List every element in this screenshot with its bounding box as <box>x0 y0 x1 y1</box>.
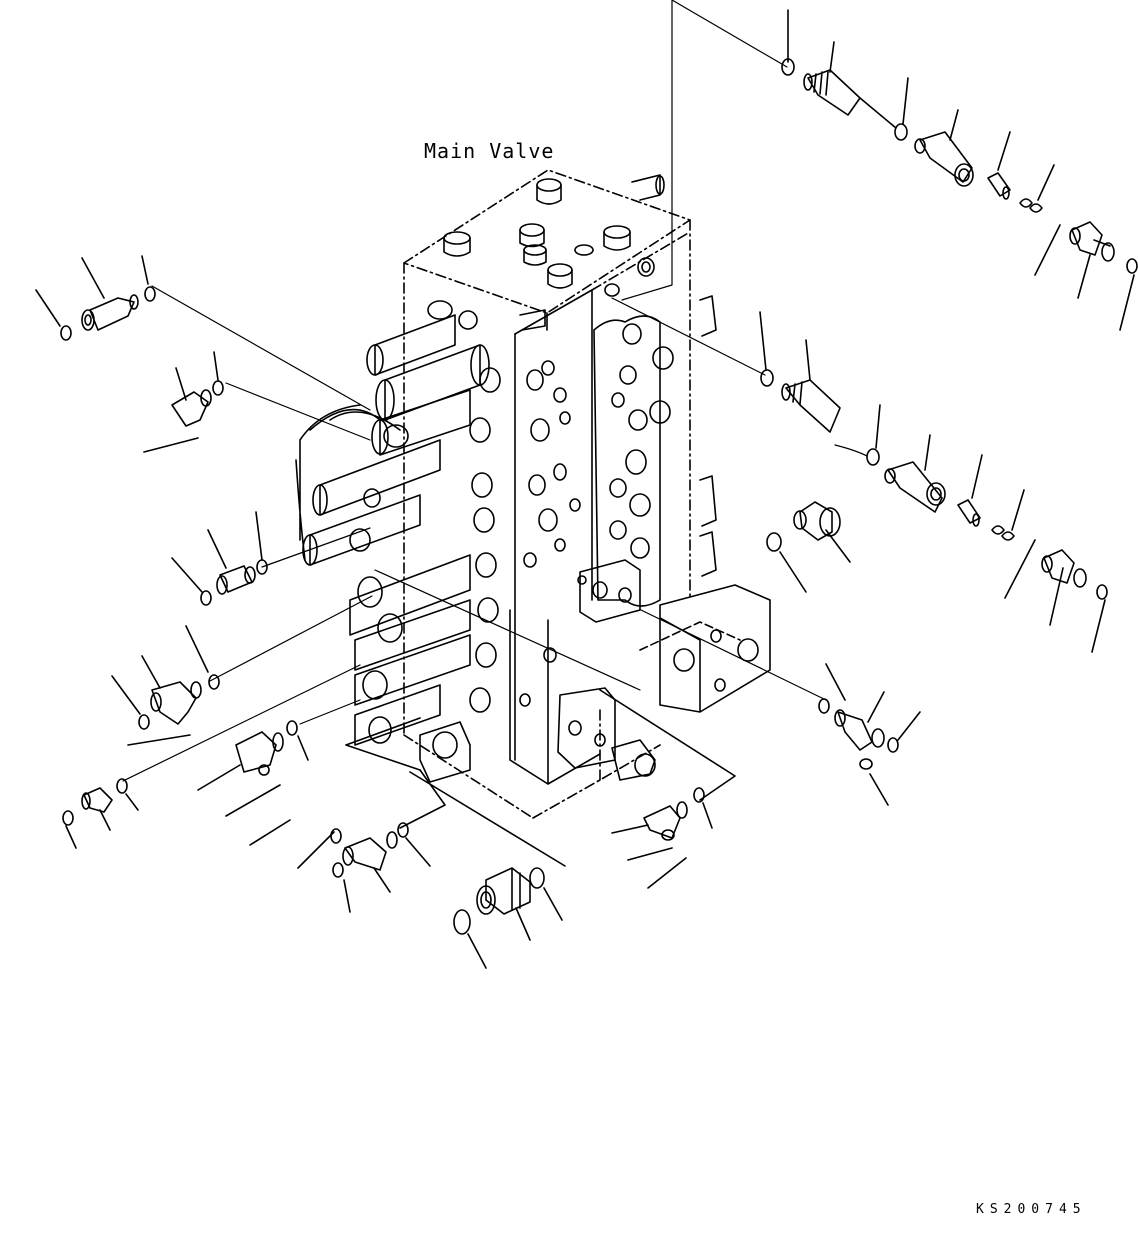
left-solenoid-bank <box>296 301 500 782</box>
leader-frame-left <box>346 718 565 866</box>
fitting-chain-top-right <box>782 10 1137 330</box>
elbow-bottom-right <box>612 788 712 888</box>
fitting-lower-left <box>198 721 308 845</box>
adapter-top <box>915 132 973 186</box>
elbow-lower-right <box>819 664 920 805</box>
fitting-left-mid-low <box>112 626 219 745</box>
valve-flanges <box>558 560 758 780</box>
leader-frame-bottom <box>400 770 445 828</box>
front-face-ports <box>520 361 580 706</box>
fitting-left-top <box>36 256 155 340</box>
oring-pair-top <box>1020 199 1042 212</box>
elbow-top <box>1070 222 1114 261</box>
plug-right <box>767 502 850 592</box>
fitting-left-mid <box>172 512 267 605</box>
leader-lines <box>123 0 867 781</box>
elbow-mid <box>1042 550 1086 587</box>
adapter-mid <box>885 462 945 512</box>
fitting-left-low <box>63 779 138 848</box>
oring-pair-mid <box>992 526 1014 540</box>
leader-frame-right <box>600 690 735 800</box>
valve-end-cap-dashed <box>640 622 740 650</box>
valve-left-face <box>404 263 533 818</box>
valve-bottom-edge <box>533 710 660 818</box>
valve-right-face <box>592 220 690 600</box>
diagram-title: Main Valve <box>424 139 555 163</box>
fitting-bottom-center <box>454 868 562 968</box>
fitting-left-upper <box>144 352 223 452</box>
right-spool-bank <box>594 296 716 606</box>
nipple-top <box>988 173 1010 199</box>
drawing-code: KS200745 <box>976 1202 1087 1217</box>
fitting-chain-middle-right <box>760 312 1107 652</box>
fitting-bottom-left <box>298 823 430 912</box>
valve-body <box>296 170 770 866</box>
top-plugs <box>444 175 664 330</box>
nipple-mid <box>958 500 980 526</box>
pressure-sensor-mid <box>782 380 840 432</box>
pressure-sensor-top <box>804 70 860 115</box>
valve-end-cap <box>660 585 770 712</box>
valve-lower-block <box>510 610 600 784</box>
